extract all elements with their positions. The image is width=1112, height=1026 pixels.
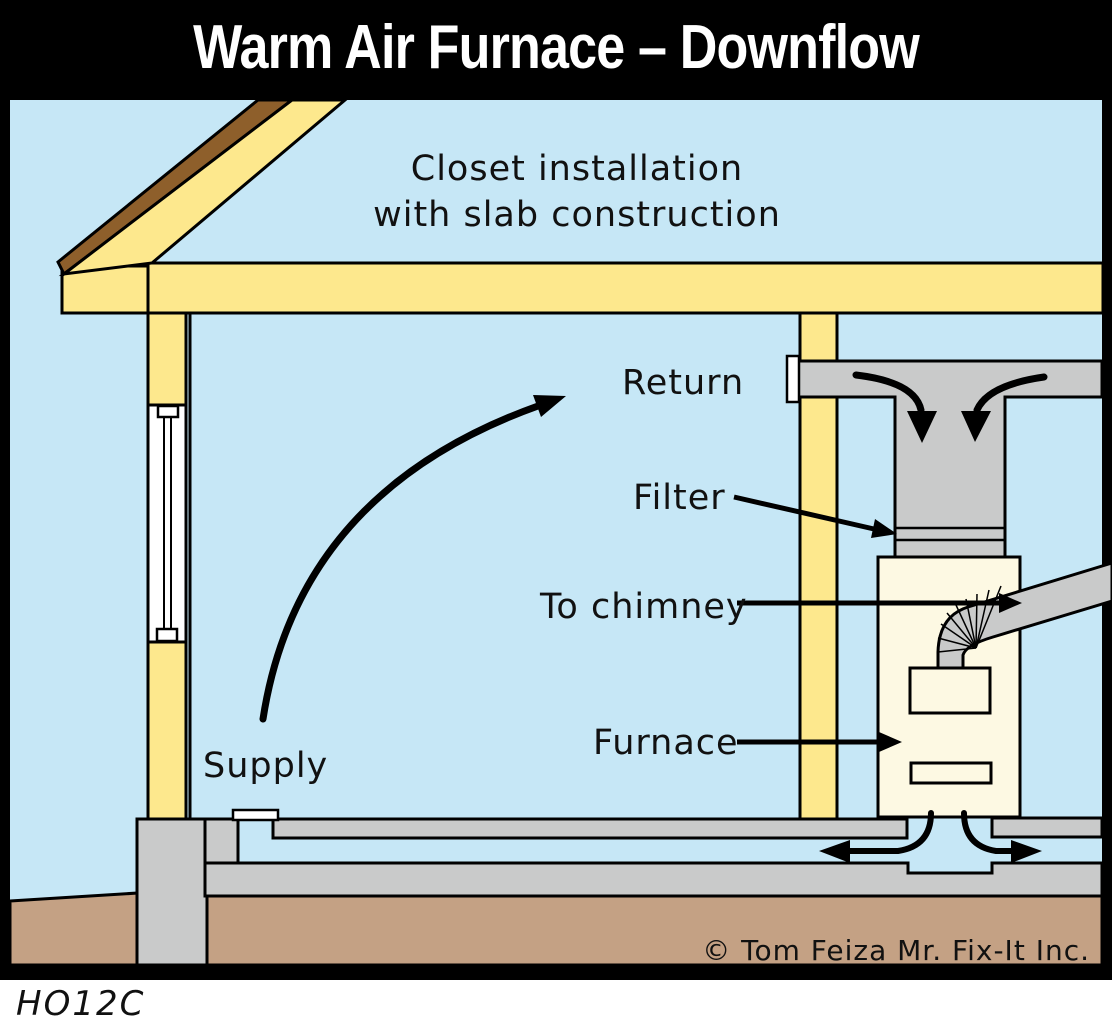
slab-bottom-layer [203,861,1104,898]
flue-pipe [936,561,1112,670]
filter-label-arrow [733,494,875,532]
window-bottom-sash [155,627,179,643]
supply-floor-register [231,808,280,822]
furnace-unit [876,555,1022,819]
figure-code: HO12C [16,984,146,1024]
slab-duct-arrowhead-left [819,840,850,863]
slab-and-foundation [135,808,1104,967]
page-title: Warm Air Furnace – Downflow [193,12,920,82]
window-top-sash [156,404,180,419]
slab-duct-arrow-left [847,810,934,854]
airflow-arrows [259,371,1048,863]
chimney-label-arrowhead [999,593,1022,613]
filter-label-arrowhead [871,519,897,538]
return-airflow-arrow-left [852,371,925,414]
ceiling-joist [146,261,1105,315]
subtitle-line-1: Closet installation [411,149,743,189]
house-cross-section: Closet installation with slab constructi… [8,98,1112,967]
slab-duct-arrowhead-right [1011,840,1042,863]
flue-elbow-fan-lines [937,585,1002,653]
flue-pipe-body [936,561,1112,670]
supply-label: Supply [203,746,328,786]
return-wall-register [785,354,801,404]
burner-compartment [908,666,992,715]
furnace-label-arrowhead [879,732,902,752]
slab-duct-arrow-right [961,810,1014,854]
furnace-label: Furnace [593,723,739,763]
subtitle-line-2: with slab construction [373,195,781,235]
window-frame [146,403,188,644]
supply-airflow-arrowhead [533,395,566,417]
roof-rafter [58,98,350,277]
return-airflow-arrowhead-left [907,411,937,443]
foundation-footing [135,817,209,967]
return-label: Return [622,363,744,403]
slab-top-left [271,817,909,840]
window [146,403,188,644]
return-airflow-arrowhead-right [961,411,991,442]
filter-label: Filter [633,478,726,518]
copyright-text: © Tom Feiza Mr. Fix-It Inc. [702,934,1090,967]
return-airflow-arrow-right [973,373,1048,414]
to-chimney-label: To chimney [539,587,748,627]
label-arrows [733,494,1022,752]
supply-airflow-arrow [259,402,542,723]
slab-top-right [990,816,1104,839]
access-panel [909,761,993,785]
